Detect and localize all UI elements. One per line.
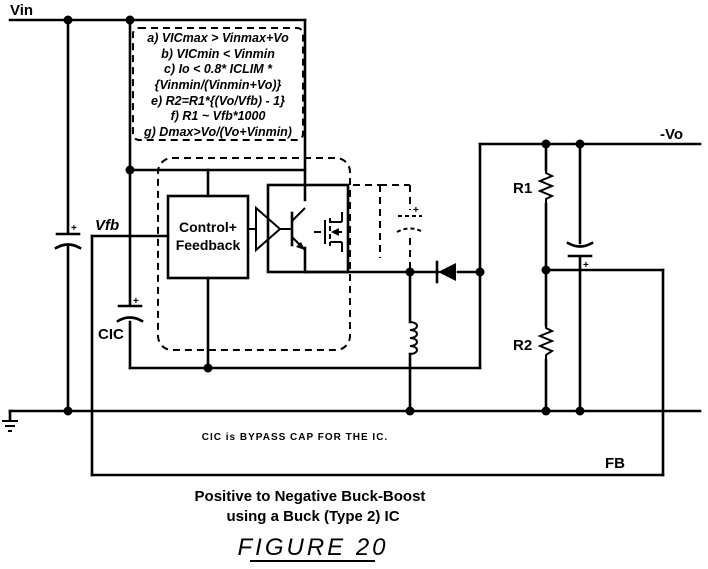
plus-sign-icon: + <box>133 296 139 307</box>
bootstrap-capacitor-icon: + <box>380 184 424 268</box>
condition-f: f) R1 ~ Vfb*1000 <box>171 109 266 123</box>
junction-dots <box>63 15 585 416</box>
caption-line1: Positive to Negative Buck-Boost <box>195 488 426 505</box>
vin-label: Vin <box>10 2 33 19</box>
r1-resistor <box>537 170 555 204</box>
figure-title: FIGURE 20 <box>237 534 388 561</box>
output-capacitor: + <box>566 241 594 271</box>
fb-label: FB <box>605 455 625 472</box>
design-conditions-box <box>132 27 304 141</box>
diode-icon <box>435 260 456 284</box>
control-label-line1: Control+ <box>179 219 237 235</box>
condition-b: b) VICmin < Vinmin <box>161 47 275 61</box>
cic-capacitor: + <box>116 296 144 323</box>
inductor-icon <box>409 321 418 355</box>
bypass-note: CIC is BYPASS CAP FOR THE IC. <box>202 432 388 443</box>
cic-label: CIC <box>98 326 124 343</box>
input-capacitor: + <box>54 223 82 250</box>
mosfet-icon <box>305 184 381 258</box>
caption-line2: using a Buck (Type 2) IC <box>226 508 399 525</box>
plus-sign-icon: + <box>413 205 419 216</box>
condition-c: c) Io < 0.8* ICLIM * <box>164 62 273 76</box>
ic-boundary <box>157 157 351 351</box>
plus-sign-icon: + <box>583 260 589 271</box>
control-label-line2: Feedback <box>176 237 241 253</box>
condition-c-cont: {Vinmin/(Vinmin+Vo)} <box>155 78 282 92</box>
r1-label: R1 <box>513 180 532 197</box>
plus-sign-icon: + <box>71 223 77 234</box>
r2-resistor <box>537 325 555 360</box>
condition-e: e) R2=R1*{(Vo/Vfb) - 1} <box>151 94 285 108</box>
condition-g: g) Dmax>Vo/(Vo+Vinmin) <box>143 125 292 139</box>
bjt-transistor-icon <box>280 207 306 251</box>
condition-a: a) VICmax > Vinmax+Vo <box>147 31 289 45</box>
vfb-label: Vfb <box>95 217 119 234</box>
r2-label: R2 <box>513 337 532 354</box>
control-feedback-block <box>166 194 250 280</box>
vo-label: -Vo <box>660 126 683 143</box>
ground-icon <box>2 409 18 432</box>
